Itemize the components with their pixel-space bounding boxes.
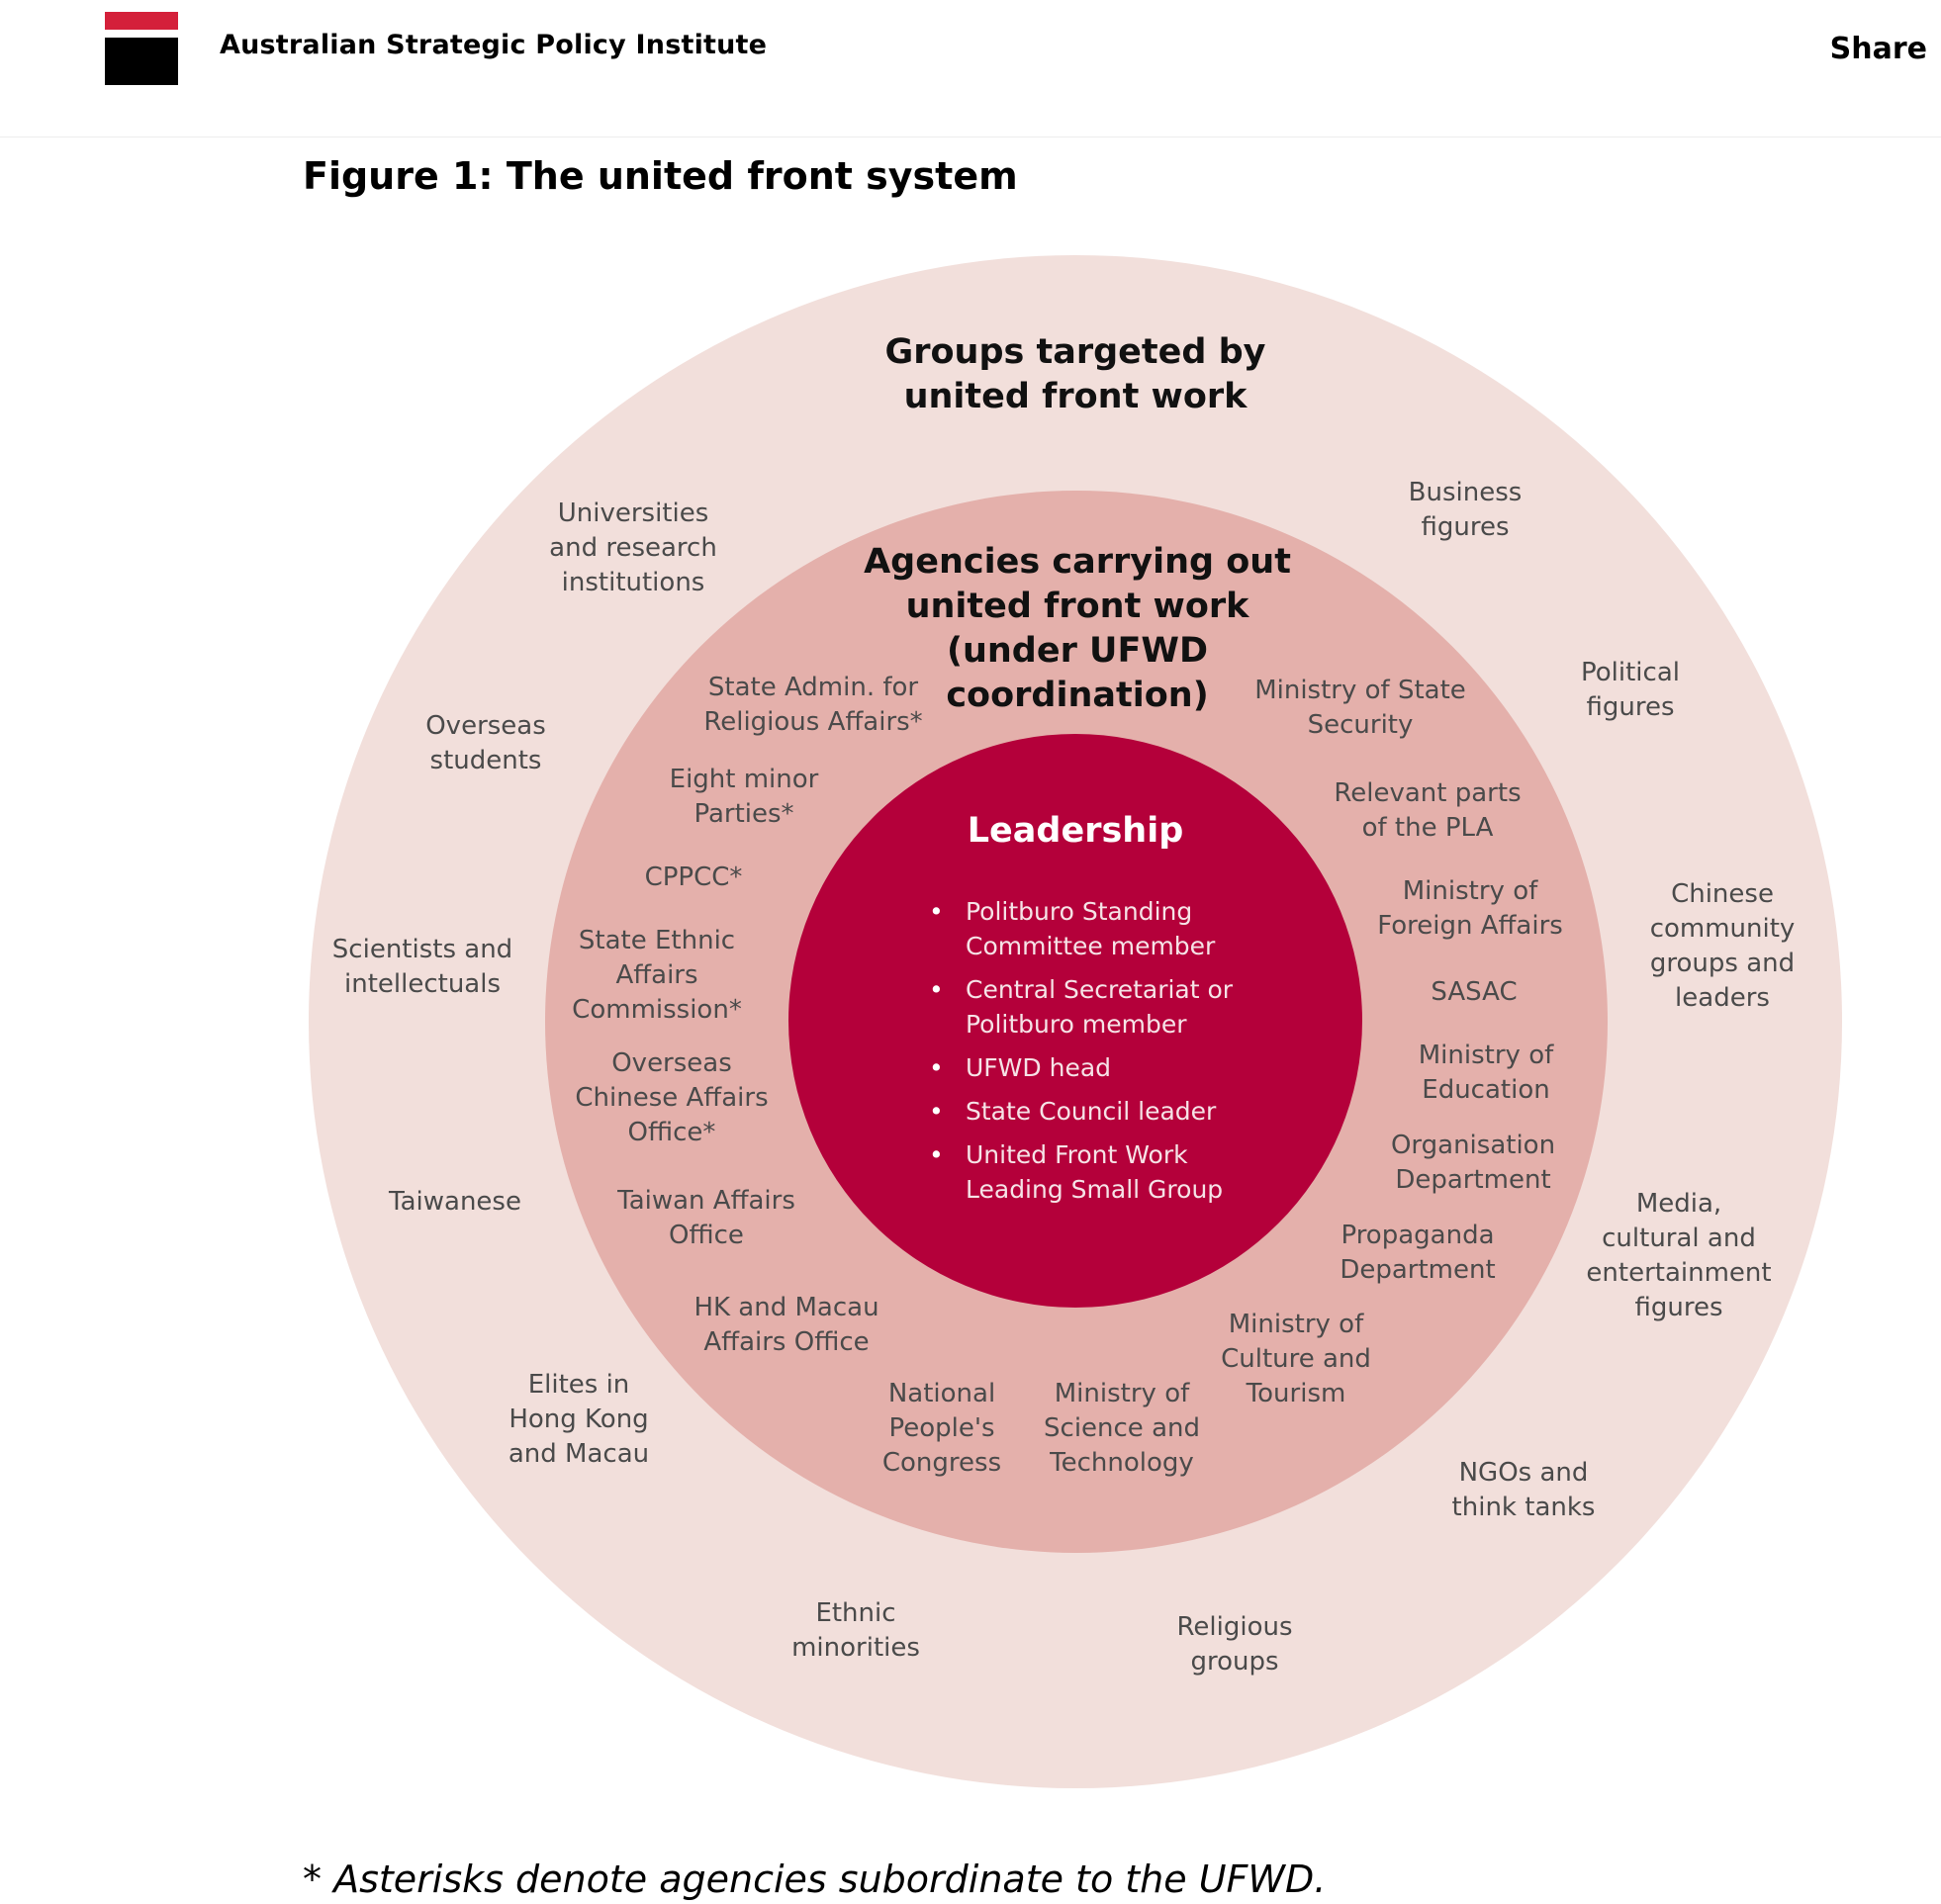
agency-label: State Admin. for Religious Affairs* [703, 673, 923, 737]
share-button[interactable]: Share [1829, 32, 1927, 66]
agency-label: Ministry of Culture and Tourism [1221, 1310, 1371, 1408]
leadership-item: Politburo Standing Committee member [929, 894, 1292, 963]
site-name-link[interactable]: Australian Strategic Policy Institute [220, 30, 768, 60]
group-label: Elites in Hong Kong and Macau [508, 1370, 650, 1469]
agency-label: Organisation Department [1390, 1131, 1556, 1195]
logo-black-block [105, 38, 178, 85]
group-label: Political figures [1581, 658, 1680, 722]
agency-label: Ministry of Foreign Affairs [1377, 876, 1563, 941]
agency-label: Taiwan Affairs Office [617, 1186, 795, 1250]
outer-ring-heading: Groups targeted by united front work [884, 332, 1266, 416]
agency-label: Ministry of Education [1418, 1041, 1554, 1105]
agency-label: HK and Macau Affairs Office [693, 1293, 879, 1357]
aspi-logo[interactable] [105, 12, 178, 85]
group-label: Universities and research institutions [549, 499, 717, 597]
group-label: Media, cultural and entertainment figure… [1586, 1189, 1772, 1322]
agency-label: Propaganda Department [1340, 1221, 1496, 1285]
agency-label: State Ethnic Affairs Commission* [572, 926, 742, 1025]
figure-title: Figure 1: The united front system [303, 154, 1018, 198]
agency-label: National People's Congress [881, 1379, 1002, 1478]
group-label: Business figures [1408, 478, 1523, 542]
leadership-heading: Leadership [967, 811, 1184, 851]
agency-label: Overseas Chinese Affairs Office* [575, 1048, 769, 1147]
agency-label: Eight minor Parties* [669, 765, 819, 829]
logo-red-bar [105, 12, 178, 30]
agency-label: CPPCC* [644, 862, 743, 892]
leadership-item: UFWD head [929, 1050, 1292, 1085]
group-label: Taiwanese [389, 1187, 521, 1217]
leadership-item: United Front Work Leading Small Group [929, 1137, 1292, 1207]
leadership-item: State Council leader [929, 1094, 1292, 1129]
leadership-list: Politburo Standing Committee member Cent… [929, 894, 1292, 1216]
group-label: Scientists and intellectuals [331, 935, 513, 999]
agency-label: Ministry of State Security [1254, 676, 1466, 740]
site-header: Australian Strategic Policy Institute Sh… [0, 0, 1941, 137]
group-label: Chinese community groups and leaders [1649, 879, 1796, 1013]
group-label: Ethnic minorities [791, 1598, 920, 1663]
agency-label: Relevant parts of the PLA [1334, 778, 1522, 843]
agency-label: SASAC [1431, 977, 1518, 1007]
group-label: NGOs and think tanks [1451, 1458, 1596, 1522]
figure-footnote: * Asterisks denote agencies subordinate … [303, 1858, 1327, 1901]
group-label: Overseas students [425, 711, 546, 775]
agency-label: Ministry of Science and Technology [1044, 1379, 1200, 1478]
middle-ring-heading: Agencies carrying out united front work … [864, 542, 1291, 715]
group-label: Religious groups [1176, 1612, 1293, 1677]
leadership-item: Central Secretariat or Politburo member [929, 972, 1292, 1042]
